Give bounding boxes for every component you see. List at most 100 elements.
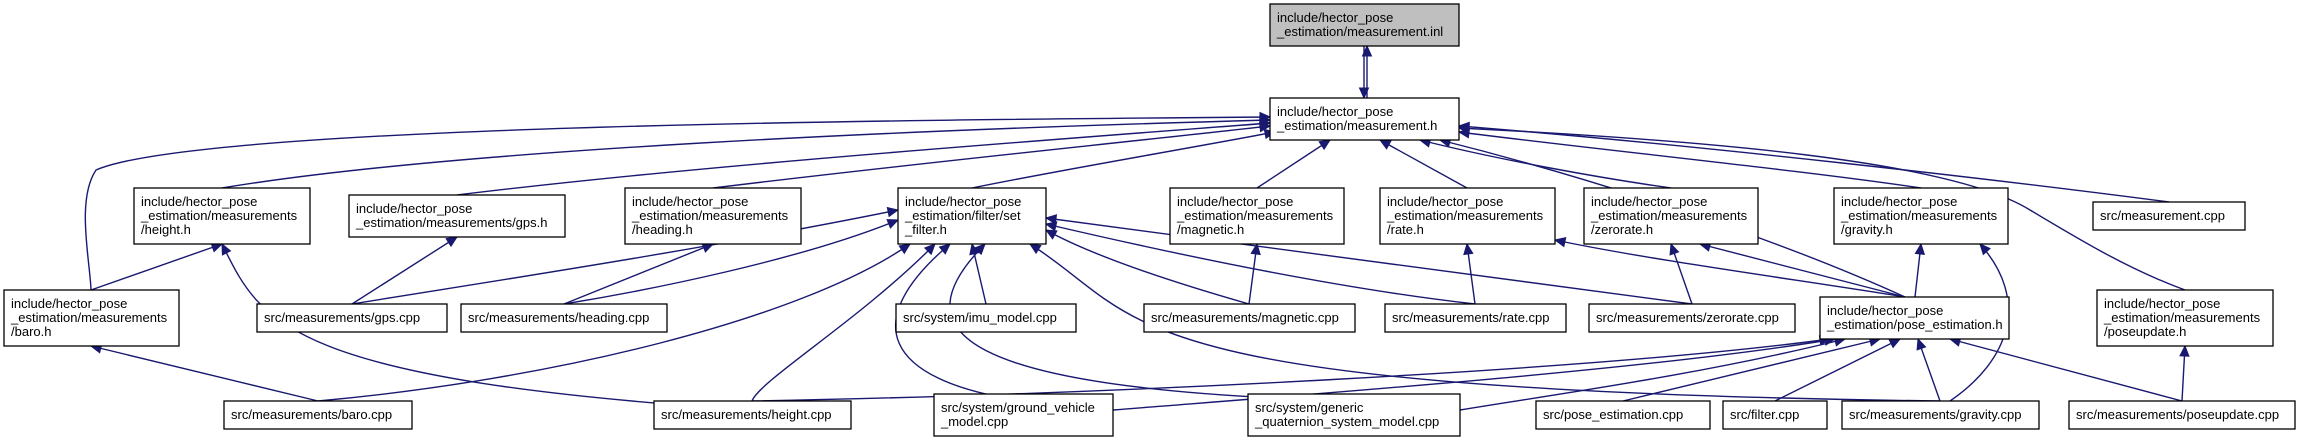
node-rate-h[interactable]: include/hector_pose_estimation/measureme… bbox=[1379, 187, 1556, 245]
node-rate-cpp[interactable]: src/measurements/rate.cpp bbox=[1384, 303, 1567, 333]
edge-pose_est_h-to-height_cpp bbox=[751, 335, 1832, 402]
node-label-line: _estimation/measurements bbox=[1386, 208, 1544, 223]
node-gv-cpp[interactable]: src/system/ground_vehicle_model.cpp bbox=[933, 393, 1114, 437]
node-label-line: _estimation/measurements bbox=[10, 310, 168, 325]
node-label-line: include/hector_pose bbox=[1841, 194, 1957, 209]
edge-line bbox=[1112, 338, 1836, 411]
edge-pose_est_h-to-pose_est_cpp bbox=[1622, 336, 1882, 402]
node-poseupdate-h[interactable]: include/hector_pose_estimation/measureme… bbox=[2096, 289, 2274, 347]
edge-pose_est_h-to-gq_cpp bbox=[1459, 336, 1847, 411]
node-zerorate-h[interactable]: include/hector_pose_estimation/measureme… bbox=[1583, 187, 1759, 245]
arrowhead-icon bbox=[1979, 243, 1991, 256]
node-heading-h[interactable]: include/hector_pose_estimation/measureme… bbox=[624, 187, 802, 245]
edge-line bbox=[1554, 239, 1906, 298]
edge-line bbox=[221, 243, 751, 411]
edge-height_h-to-baro_h bbox=[90, 242, 224, 291]
edge-meas_h-to-meas_inl bbox=[1358, 46, 1370, 100]
node-box bbox=[2068, 400, 2296, 430]
node-label-line: /baro.h bbox=[11, 324, 51, 339]
node-zerorate-cpp[interactable]: src/measurements/zerorate.cpp bbox=[1588, 303, 1796, 333]
node-box bbox=[624, 187, 802, 245]
node-box bbox=[3, 289, 180, 347]
node-meas-h[interactable]: include/hector_pose_estimation/measureme… bbox=[1269, 97, 1460, 141]
node-filter-cpp[interactable]: src/filter.cpp bbox=[1722, 400, 1828, 430]
edge-line bbox=[1458, 125, 2170, 203]
node-gravity-h[interactable]: include/hector_pose_estimation/measureme… bbox=[1833, 187, 2009, 245]
edge-meas_h-to-gps_h bbox=[456, 118, 1272, 196]
node-poseupdate-cpp[interactable]: src/measurements/poseupdate.cpp bbox=[2068, 400, 2296, 430]
arrowhead-icon bbox=[1553, 237, 1567, 248]
edge-line bbox=[895, 243, 1024, 402]
node-box bbox=[653, 400, 852, 430]
arrowhead-icon bbox=[1463, 242, 1474, 256]
node-pose-est-h[interactable]: include/hector_pose_estimation/pose_esti… bbox=[1819, 296, 2010, 340]
node-meas-cpp[interactable]: src/measurement.cpp bbox=[2092, 201, 2246, 231]
edge-line bbox=[456, 122, 1271, 196]
node-heading-cpp[interactable]: src/measurements/heading.cpp bbox=[460, 303, 668, 333]
node-label-line: _estimation/filter/set bbox=[904, 208, 1021, 223]
node-label-line: /zerorate.h bbox=[1591, 222, 1653, 237]
node-setfilter-h[interactable]: include/hector_pose_estimation/filter/se… bbox=[897, 187, 1047, 245]
node-height-h[interactable]: include/hector_pose_estimation/measureme… bbox=[133, 187, 311, 245]
node-label-line: include/hector_pose bbox=[11, 296, 127, 311]
node-label-line: /heading.h bbox=[632, 222, 693, 237]
edge-setfilter_h-to-heading_cpp bbox=[563, 219, 900, 305]
arrowhead-icon bbox=[938, 243, 951, 255]
node-box bbox=[1833, 187, 2009, 245]
edge-line bbox=[1458, 131, 1922, 189]
node-box bbox=[1384, 303, 1567, 333]
node-magnetic-cpp[interactable]: src/measurements/magnetic.cpp bbox=[1143, 303, 1356, 333]
node-label-line: _estimation/measurements bbox=[1590, 208, 1748, 223]
node-imu-cpp[interactable]: src/system/imu_model.cpp bbox=[895, 303, 1077, 333]
edge-line bbox=[90, 345, 319, 402]
edge-pose_est_h-to-gv_cpp bbox=[1112, 335, 1837, 411]
edge-line bbox=[351, 236, 458, 305]
arrowhead-icon bbox=[221, 242, 232, 256]
node-meas-inl: include/hector_pose_estimation/measureme… bbox=[1269, 3, 1460, 47]
node-box bbox=[1143, 303, 1356, 333]
edge-rate_h-to-pose_est_h bbox=[1553, 237, 1906, 298]
node-gps-h[interactable]: include/hector_pose_estimation/measureme… bbox=[348, 194, 566, 238]
node-label-line: include/hector_pose bbox=[1177, 194, 1293, 209]
node-label-line: _quaternion_system_model.cpp bbox=[1254, 414, 1439, 429]
node-label-line: _estimation/measurements bbox=[1176, 208, 1334, 223]
node-label-line: _estimation/measurement.inl bbox=[1276, 24, 1443, 39]
node-baro-cpp[interactable]: src/measurements/baro.cpp bbox=[223, 400, 413, 430]
node-box bbox=[1722, 400, 1828, 430]
arrowhead-icon bbox=[1888, 338, 1902, 349]
node-label-line: include/hector_pose bbox=[905, 194, 1021, 209]
node-baro-h[interactable]: include/hector_pose_estimation/measureme… bbox=[3, 289, 180, 347]
edge-line bbox=[1699, 243, 1906, 298]
node-pose-est-cpp[interactable]: src/pose_estimation.cpp bbox=[1535, 400, 1711, 430]
node-magnetic-h[interactable]: include/hector_pose_estimation/measureme… bbox=[1169, 187, 1345, 245]
node-gps-cpp[interactable]: src/measurements/gps.cpp bbox=[256, 303, 448, 333]
edge-line bbox=[84, 116, 1271, 291]
edge-gravity_h-to-pose_est_h bbox=[1914, 242, 1926, 298]
edge-setfilter_h-to-gv_cpp bbox=[895, 243, 1024, 402]
node-box bbox=[1269, 97, 1460, 141]
node-box bbox=[2092, 201, 2246, 231]
edge-meas_h-to-gravity_h bbox=[1457, 128, 1922, 189]
edge-line bbox=[1774, 338, 1901, 402]
edge-line bbox=[221, 119, 1271, 189]
node-box bbox=[256, 303, 448, 333]
arrowhead-icon bbox=[1044, 229, 1058, 240]
node-box bbox=[897, 187, 1047, 245]
edge-magnetic_h-to-magnetic_cpp bbox=[1248, 242, 1261, 305]
edge-pose_est_h-to-gravity_cpp bbox=[1916, 337, 1941, 402]
arrowhead-icon bbox=[1044, 221, 1058, 232]
edge-line bbox=[1670, 243, 1693, 305]
arrowhead-icon bbox=[1258, 121, 1272, 133]
edge-meas_h-to-zerorate_h bbox=[1418, 137, 1672, 189]
node-height-cpp[interactable]: src/measurements/height.cpp bbox=[653, 400, 852, 430]
node-box bbox=[1583, 187, 1759, 245]
arrowhead-icon bbox=[1250, 242, 1261, 256]
node-box bbox=[895, 303, 1077, 333]
node-label-line: _estimation/measurements bbox=[2103, 310, 2261, 325]
node-gq-cpp[interactable]: src/system/generic_quaternion_system_mod… bbox=[1247, 393, 1461, 437]
node-gravity-cpp[interactable]: src/measurements/gravity.cpp bbox=[1841, 400, 2040, 430]
edge-line bbox=[1949, 338, 2183, 402]
edge-line bbox=[1419, 139, 1672, 189]
edge-setfilter_h-to-height_cpp bbox=[751, 243, 936, 402]
node-label-line: src/measurement.cpp bbox=[2100, 208, 2225, 223]
